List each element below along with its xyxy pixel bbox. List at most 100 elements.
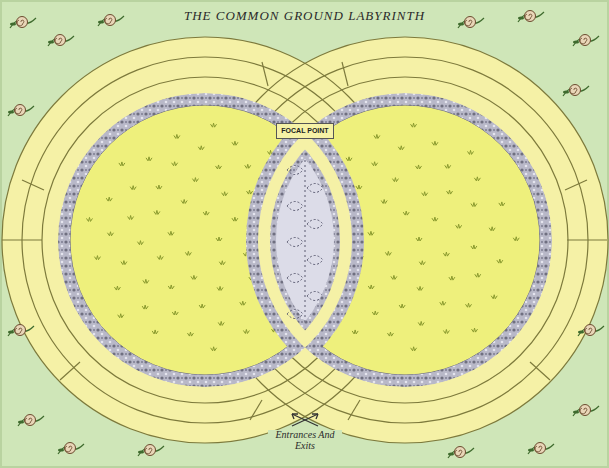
wall-spoke [530, 362, 550, 380]
rose [17, 17, 28, 28]
leaf [448, 452, 454, 455]
rose [25, 415, 36, 426]
grass-tuft [272, 328, 278, 332]
pebble-swirl [287, 310, 303, 319]
grass-tuft [417, 286, 423, 290]
grass-tuft [491, 295, 497, 299]
pebble-swirl [287, 274, 303, 283]
grass-tuft [471, 203, 477, 207]
grass-tuft [157, 255, 163, 259]
rose-spiral [580, 408, 587, 414]
grass-tuft [243, 252, 249, 256]
grass-tuft [142, 305, 148, 309]
grass-tuft [187, 332, 193, 336]
grass-tuft [443, 252, 449, 256]
rose-spiral [25, 418, 32, 424]
grass-tuft [152, 330, 158, 334]
grass-tuft [203, 211, 209, 215]
leaf [573, 40, 579, 43]
rose-spiral [580, 38, 587, 44]
leaf [578, 330, 584, 333]
grass-tuft [199, 304, 205, 308]
grass-tuft [192, 178, 198, 182]
grass-tuft [472, 328, 478, 332]
grass-tuft [466, 303, 472, 307]
rose-spiral [15, 108, 22, 114]
grass-tuft [346, 157, 352, 161]
rose-spiral [525, 14, 532, 20]
grass-tuft [475, 273, 481, 277]
leaf [518, 16, 524, 19]
grass-tuft [343, 279, 349, 283]
grass-tuft [443, 329, 449, 333]
grass-tuft [216, 237, 222, 241]
leaf [18, 420, 24, 423]
grass-tuft [416, 165, 422, 169]
grass-tuft [419, 261, 425, 265]
path-wall [202, 37, 608, 443]
grass-tuft [372, 162, 378, 166]
grass-tuft [474, 177, 480, 181]
grass-tuft [217, 286, 223, 290]
grass-tuft [218, 321, 224, 325]
grass-tuft [181, 199, 187, 203]
grass-tuft [352, 330, 358, 334]
grass-tuft [156, 185, 162, 189]
focal-pebble-border [270, 105, 540, 375]
grass-tuft [240, 301, 246, 305]
grass-tuft [499, 202, 505, 206]
grass-tuft [245, 164, 251, 168]
rose-spiral [55, 38, 62, 44]
grass-tuft [381, 199, 387, 203]
grass-tuft [119, 162, 125, 166]
grass-tuft [354, 210, 360, 214]
grass-tuft [399, 304, 405, 308]
grass-tuft [330, 186, 336, 190]
grass-tuft [385, 251, 391, 255]
grass-tuft [211, 123, 217, 127]
grass-tuft [368, 285, 374, 289]
rose-spiral [105, 18, 112, 24]
grass-tuft [128, 216, 134, 220]
sign-text: FOCAL POINT [281, 127, 328, 135]
wall-spoke [567, 239, 607, 240]
rose [580, 405, 591, 416]
leaf [563, 90, 569, 93]
grass-tuft [266, 303, 272, 307]
leaf [58, 448, 64, 451]
rose-spiral [15, 328, 22, 334]
grass-tuft [216, 165, 222, 169]
grass-tuft [211, 347, 217, 351]
rose [525, 11, 536, 22]
grass-tuft [172, 162, 178, 166]
grass-tuft [422, 192, 428, 196]
grass-tuft [232, 217, 238, 221]
rose [15, 325, 26, 336]
grass-tuft [411, 347, 417, 351]
wall-spoke [60, 362, 80, 380]
pebble-swirl [305, 160, 306, 322]
pebble-swirl [307, 184, 323, 193]
grass-tuft [391, 275, 397, 279]
grass-tuft [114, 286, 120, 290]
grass-tuft [445, 164, 451, 168]
rose-spiral [455, 450, 462, 456]
grass-tuft [168, 231, 174, 235]
grass-tuft [172, 311, 178, 315]
grass-tuft [387, 332, 393, 336]
grass-tuft [219, 261, 225, 265]
rose [455, 447, 466, 458]
grass-tuft [130, 186, 136, 190]
pebble-swirl [307, 220, 323, 229]
entrance-arrow [292, 414, 318, 426]
grass-tuft [168, 285, 174, 289]
grass-tuft [447, 190, 453, 194]
leaf [98, 20, 104, 23]
rose [15, 105, 26, 116]
grass-tuft [107, 232, 113, 236]
grass-tuft [468, 150, 474, 154]
grass-tuft [471, 245, 477, 249]
leaf [48, 40, 54, 43]
